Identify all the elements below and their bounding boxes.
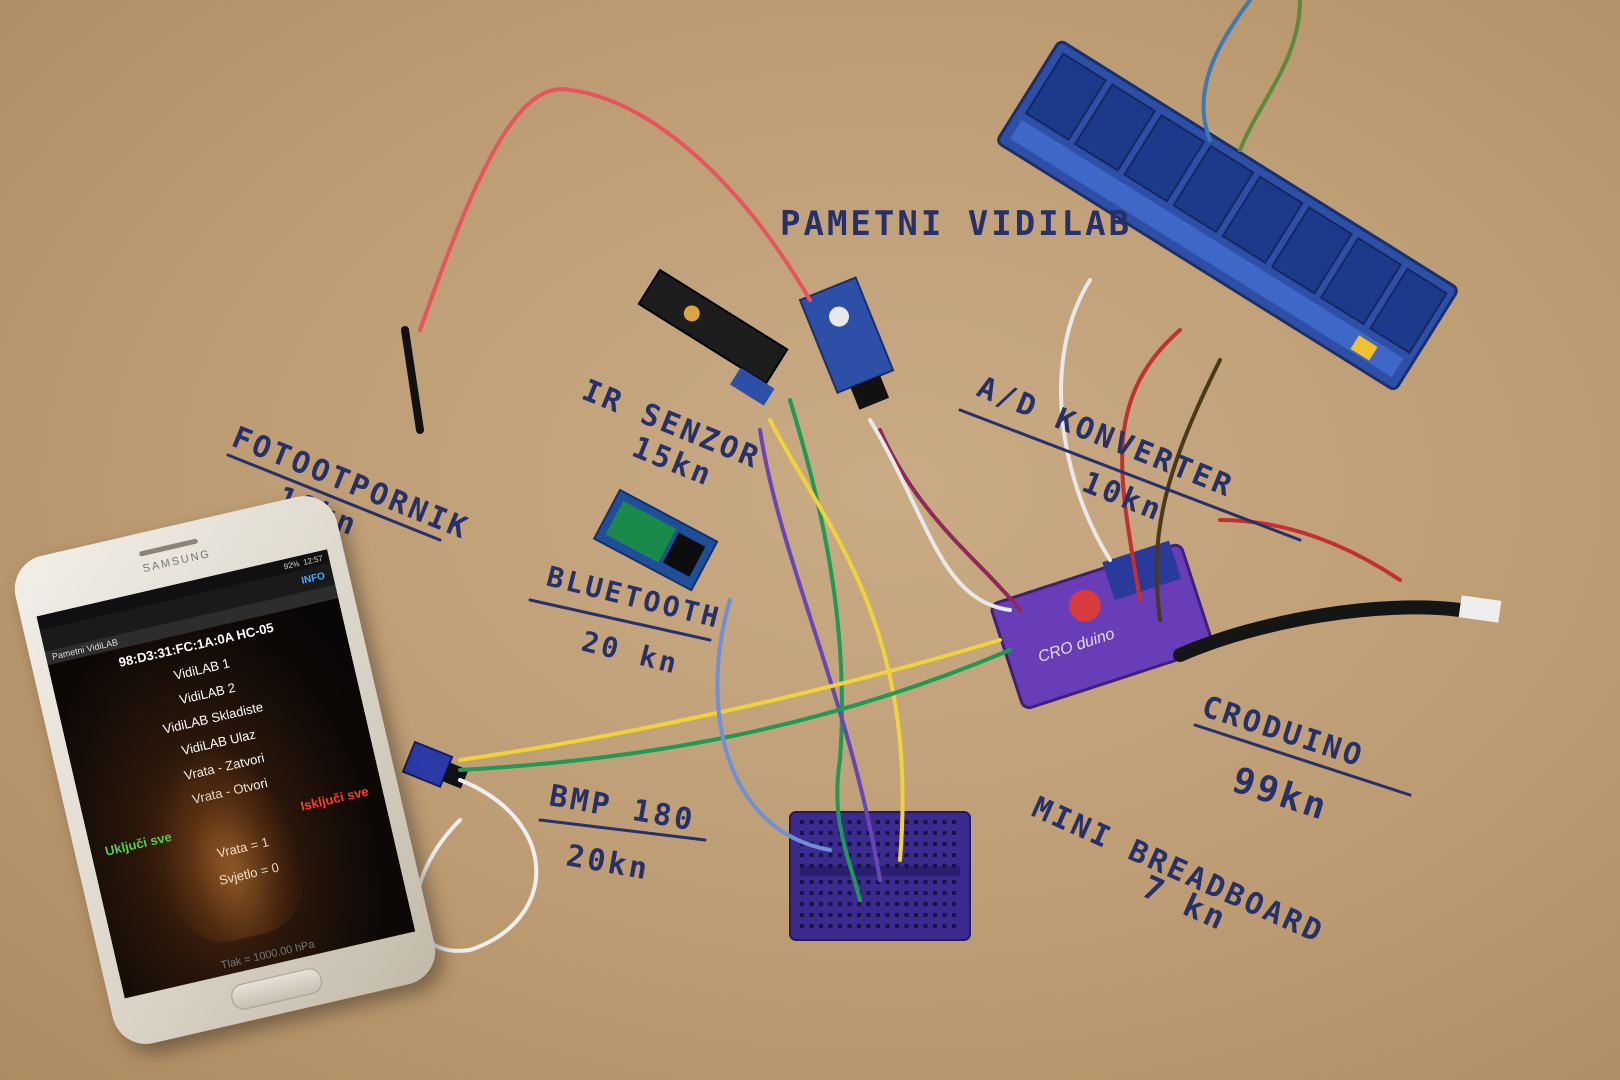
label-bmp180-price: 20kn [564, 838, 653, 887]
bmp180-module [401, 740, 469, 789]
usb-cable [1173, 600, 1467, 662]
croduino-board: CRO duino [990, 540, 1214, 710]
turn-off-all-button[interactable]: Isključi sve [299, 783, 371, 814]
jumper-wires [401, 0, 1402, 953]
ir-sensor-module [637, 268, 789, 406]
turn-on-all-button[interactable]: Uključi sve [103, 828, 174, 859]
label-pametni-vidilab: PAMETNI VIDILAB [780, 204, 1132, 244]
label-croduino-price: 99kn [1227, 760, 1334, 829]
relay-module [997, 40, 1458, 391]
bluetooth-module [592, 488, 719, 592]
label-bluetooth-price: 20 kn [578, 625, 682, 681]
battery-level: 92% [282, 558, 301, 571]
ad-converter-module [798, 276, 895, 410]
info-button[interactable]: INFO [300, 570, 327, 587]
label-croduino: CRODUINO [1198, 689, 1369, 774]
